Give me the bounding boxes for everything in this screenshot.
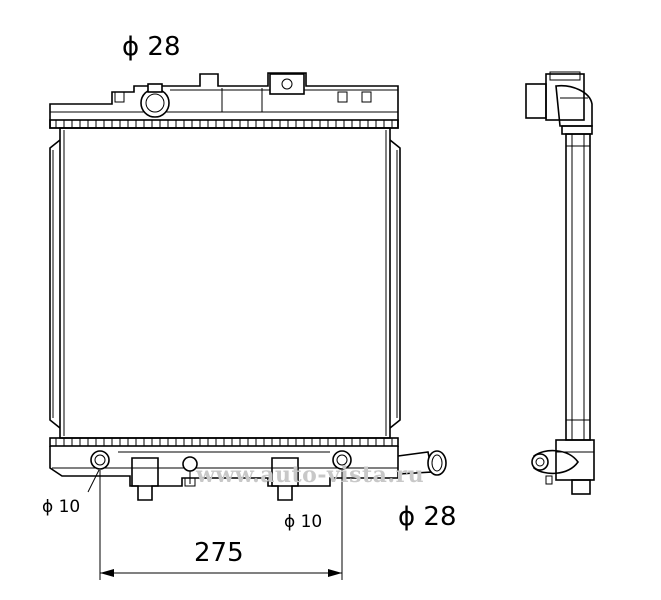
side-outlet-pipe [533, 449, 579, 475]
outlet-pipe [397, 450, 447, 476]
top-vent-boss [269, 73, 305, 95]
cap-diameter-label: ϕ 28 [122, 32, 181, 62]
drain-plug [182, 456, 198, 487]
width-dimension [99, 470, 343, 580]
left-mount-pin [131, 457, 159, 501]
bottom-header-comb [55, 438, 393, 446]
bottom-tank [49, 446, 399, 487]
right-small-fitting [332, 450, 352, 470]
right-side-bracket [389, 139, 401, 429]
side-core [565, 133, 591, 441]
width-dimension-label: 275 [194, 538, 244, 568]
top-tank [49, 72, 399, 129]
radiator-core [59, 127, 391, 439]
right-mount-pin [271, 457, 299, 501]
left-fitting-label: ϕ 10 [42, 497, 81, 517]
radiator-front-view [49, 72, 447, 501]
outlet-diameter-label: ϕ 28 [398, 502, 457, 532]
left-small-fitting [90, 450, 110, 470]
radiator-side-view [525, 71, 595, 495]
left-side-bracket [49, 139, 61, 429]
watermark: www.auto-vista.ru [196, 462, 425, 488]
top-header-comb [55, 120, 393, 128]
filler-cap [140, 83, 170, 118]
side-filler-neck [555, 84, 593, 127]
right-fitting-label: ϕ 10 [284, 512, 323, 532]
